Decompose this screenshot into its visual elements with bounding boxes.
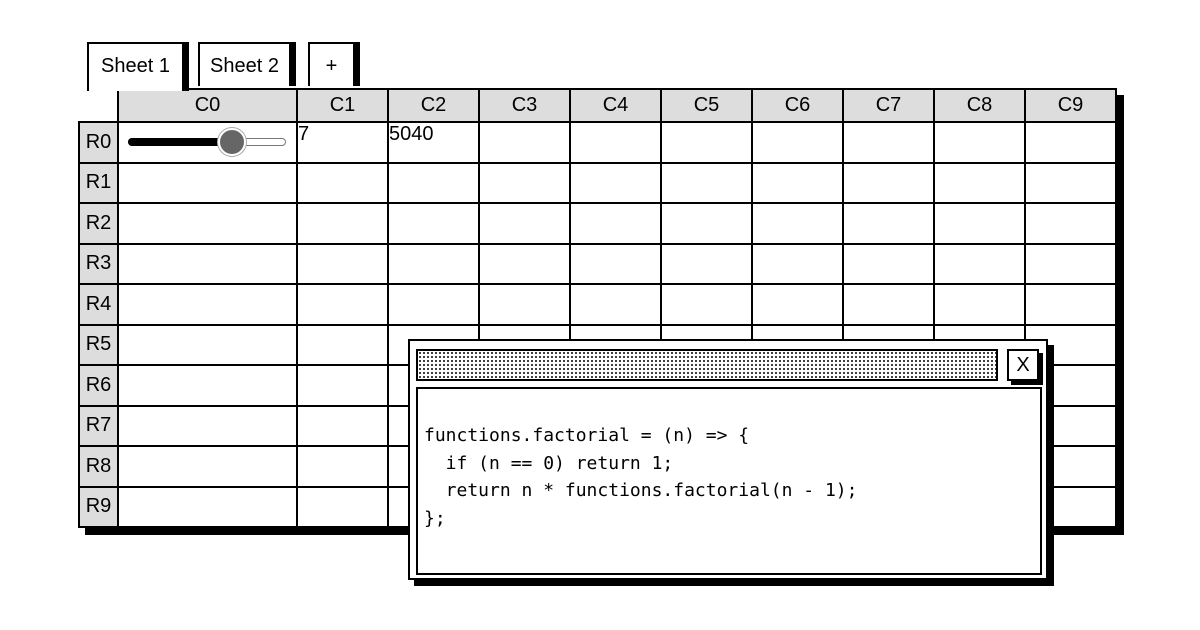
cell[interactable]	[933, 121, 1026, 164]
column-header-c2[interactable]: C2	[387, 88, 480, 123]
close-button[interactable]: X	[1007, 349, 1039, 381]
cell[interactable]	[478, 121, 571, 164]
table-row: R0 7 5040	[78, 121, 1117, 164]
cell[interactable]	[478, 202, 571, 245]
cell[interactable]	[842, 283, 935, 326]
cell-r0-c2[interactable]: 5040	[387, 121, 480, 164]
cell[interactable]	[117, 283, 298, 326]
cell[interactable]	[842, 242, 935, 285]
cell[interactable]	[660, 283, 753, 326]
code-editor-dialog: X functions.factorial = (n) => { if (n =…	[408, 339, 1048, 580]
cell[interactable]	[842, 121, 935, 164]
cell[interactable]	[296, 404, 389, 447]
table-row: R3	[78, 242, 1117, 285]
cell[interactable]	[387, 283, 480, 326]
cell[interactable]	[387, 202, 480, 245]
cell[interactable]	[296, 202, 389, 245]
cell[interactable]	[296, 485, 389, 528]
column-header-c1[interactable]: C1	[296, 88, 389, 123]
cell[interactable]	[842, 202, 935, 245]
column-header-c8[interactable]: C8	[933, 88, 1026, 123]
column-header-c9[interactable]: C9	[1024, 88, 1117, 123]
cell[interactable]	[117, 161, 298, 204]
cell-r0-c0[interactable]	[117, 121, 298, 164]
row-header-r7[interactable]: R7	[78, 404, 119, 447]
cell[interactable]	[933, 283, 1026, 326]
cell[interactable]	[933, 202, 1026, 245]
cell[interactable]	[842, 161, 935, 204]
cell[interactable]	[1024, 283, 1117, 326]
cell[interactable]	[296, 364, 389, 407]
cell[interactable]	[117, 445, 298, 488]
cell[interactable]	[660, 242, 753, 285]
tab-sheet-1[interactable]: Sheet 1	[87, 42, 184, 91]
cell[interactable]	[387, 161, 480, 204]
cell[interactable]	[117, 364, 298, 407]
cell[interactable]	[478, 242, 571, 285]
column-header-c0[interactable]: C0	[117, 88, 298, 123]
table-row: R2	[78, 202, 1117, 245]
cell[interactable]	[478, 161, 571, 204]
row-header-r8[interactable]: R8	[78, 445, 119, 488]
cell[interactable]	[751, 283, 844, 326]
cell[interactable]	[1024, 202, 1117, 245]
cell[interactable]	[569, 283, 662, 326]
column-header-c4[interactable]: C4	[569, 88, 662, 123]
cell[interactable]	[117, 404, 298, 447]
cell[interactable]	[387, 242, 480, 285]
row-header-r3[interactable]: R3	[78, 242, 119, 285]
table-row: R4	[78, 283, 1117, 326]
tab-sheet-2[interactable]: Sheet 2	[198, 42, 291, 86]
cell[interactable]	[660, 161, 753, 204]
slider-thumb[interactable]	[218, 128, 246, 156]
cell[interactable]	[478, 283, 571, 326]
column-header-c5[interactable]: C5	[660, 88, 753, 123]
cell-r0-c1[interactable]: 7	[296, 121, 389, 164]
cell[interactable]	[296, 161, 389, 204]
cell[interactable]	[751, 161, 844, 204]
cell[interactable]	[751, 202, 844, 245]
row-header-r2[interactable]: R2	[78, 202, 119, 245]
dialog-titlebar-drag-handle[interactable]	[416, 349, 998, 381]
cell[interactable]	[296, 242, 389, 285]
value-slider[interactable]	[128, 128, 286, 156]
cell[interactable]	[1024, 121, 1117, 164]
cell[interactable]	[660, 121, 753, 164]
cell[interactable]	[660, 202, 753, 245]
cell[interactable]	[117, 202, 298, 245]
cell[interactable]	[1024, 161, 1117, 204]
column-header-c6[interactable]: C6	[751, 88, 844, 123]
cell[interactable]	[751, 242, 844, 285]
cell[interactable]	[569, 202, 662, 245]
row-header-r4[interactable]: R4	[78, 283, 119, 326]
cell[interactable]	[751, 121, 844, 164]
cell[interactable]	[296, 445, 389, 488]
cell[interactable]	[569, 242, 662, 285]
corner-cell	[78, 88, 119, 123]
slider-fill	[128, 138, 234, 146]
cell[interactable]	[933, 161, 1026, 204]
cell[interactable]	[117, 242, 298, 285]
row-header-r1[interactable]: R1	[78, 161, 119, 204]
cell[interactable]	[296, 323, 389, 366]
row-header-r0[interactable]: R0	[78, 121, 119, 164]
column-header-c7[interactable]: C7	[842, 88, 935, 123]
column-header-row: C0 C1 C2 C3 C4 C5 C6 C7 C8 C9	[78, 88, 1117, 123]
cell[interactable]	[569, 121, 662, 164]
cell[interactable]	[1024, 242, 1117, 285]
table-row: R1	[78, 161, 1117, 204]
row-header-r5[interactable]: R5	[78, 323, 119, 366]
cell[interactable]	[933, 242, 1026, 285]
code-editor[interactable]: functions.factorial = (n) => { if (n == …	[416, 387, 1042, 575]
add-sheet-button[interactable]: +	[308, 42, 355, 86]
cell[interactable]	[117, 485, 298, 528]
cell[interactable]	[569, 161, 662, 204]
cell[interactable]	[296, 283, 389, 326]
column-header-c3[interactable]: C3	[478, 88, 571, 123]
row-header-r6[interactable]: R6	[78, 364, 119, 407]
cell[interactable]	[117, 323, 298, 366]
row-header-r9[interactable]: R9	[78, 485, 119, 528]
